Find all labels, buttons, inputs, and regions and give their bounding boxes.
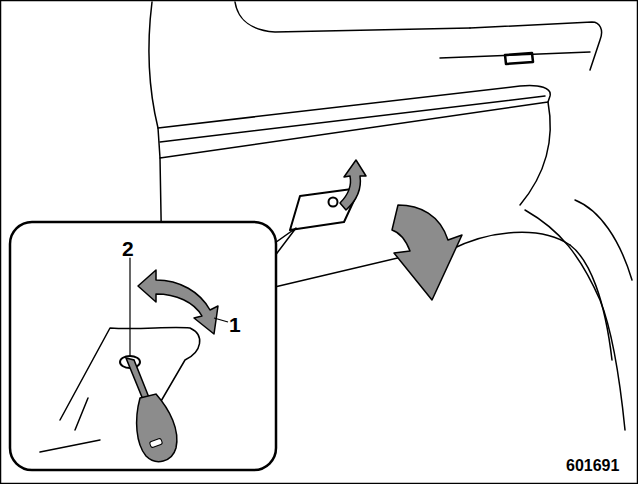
- callout-number: 2: [122, 238, 134, 259]
- callout-number: 1: [229, 314, 241, 335]
- figure-number: 601691: [566, 458, 619, 474]
